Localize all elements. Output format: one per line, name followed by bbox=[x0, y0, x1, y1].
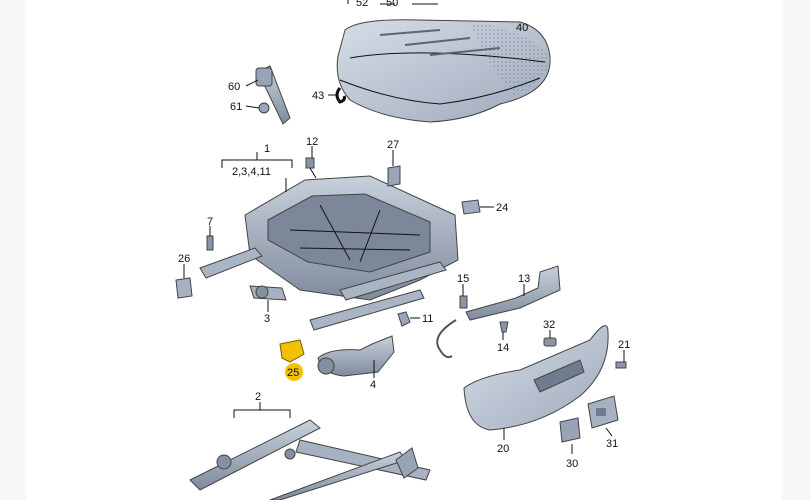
side-trim-part bbox=[463, 325, 609, 431]
label-1-sub: 2,3,4,11 bbox=[232, 166, 271, 178]
clip-11-part bbox=[397, 311, 411, 327]
bracket-part bbox=[387, 165, 401, 187]
label-4: 4 bbox=[370, 379, 376, 391]
label-26: 26 bbox=[178, 253, 190, 265]
label-13: 13 bbox=[518, 273, 530, 285]
label-61: 61 bbox=[230, 101, 242, 113]
actuator-part bbox=[249, 285, 287, 301]
knob-part bbox=[543, 337, 557, 347]
switch-31-part bbox=[587, 395, 619, 429]
label-1: 1 bbox=[264, 143, 270, 155]
sensor-part bbox=[459, 295, 468, 309]
label-30: 30 bbox=[566, 458, 578, 470]
seat-cushion-part bbox=[336, 19, 551, 123]
highlighted-part-25 bbox=[279, 339, 305, 381]
label-43: 43 bbox=[312, 90, 324, 102]
label-2: 2 bbox=[255, 391, 261, 403]
screw-21-part bbox=[615, 361, 627, 369]
connector-part bbox=[461, 199, 481, 215]
label-7: 7 bbox=[207, 216, 213, 228]
label-31: 31 bbox=[606, 438, 618, 450]
cover-part bbox=[175, 277, 193, 299]
label-15: 15 bbox=[457, 273, 469, 285]
pin-part bbox=[499, 321, 509, 333]
bolt-part bbox=[305, 157, 317, 179]
belt-buckle-part bbox=[255, 65, 291, 125]
label-60: 60 bbox=[228, 81, 240, 93]
seat-rails-part bbox=[189, 419, 431, 500]
label-11: 11 bbox=[422, 313, 433, 325]
clip-part bbox=[335, 87, 346, 104]
label-12: 12 bbox=[306, 136, 318, 148]
lever-part bbox=[436, 265, 561, 359]
label-20: 20 bbox=[497, 443, 509, 455]
label-24: 24 bbox=[496, 202, 508, 214]
seat-frame-part bbox=[199, 175, 459, 331]
label-40: 40 bbox=[516, 22, 528, 34]
switch-part bbox=[559, 417, 581, 443]
label-21: 21 bbox=[618, 339, 630, 351]
label-25: 25 bbox=[287, 367, 299, 379]
screw-part bbox=[206, 235, 214, 251]
label-14: 14 bbox=[497, 342, 509, 354]
label-52: 52 bbox=[356, 0, 368, 9]
label-27: 27 bbox=[387, 139, 399, 151]
label-3: 3 bbox=[264, 313, 270, 325]
motor-part bbox=[317, 335, 395, 377]
label-50: 50 bbox=[386, 0, 398, 9]
label-32: 32 bbox=[543, 319, 555, 331]
